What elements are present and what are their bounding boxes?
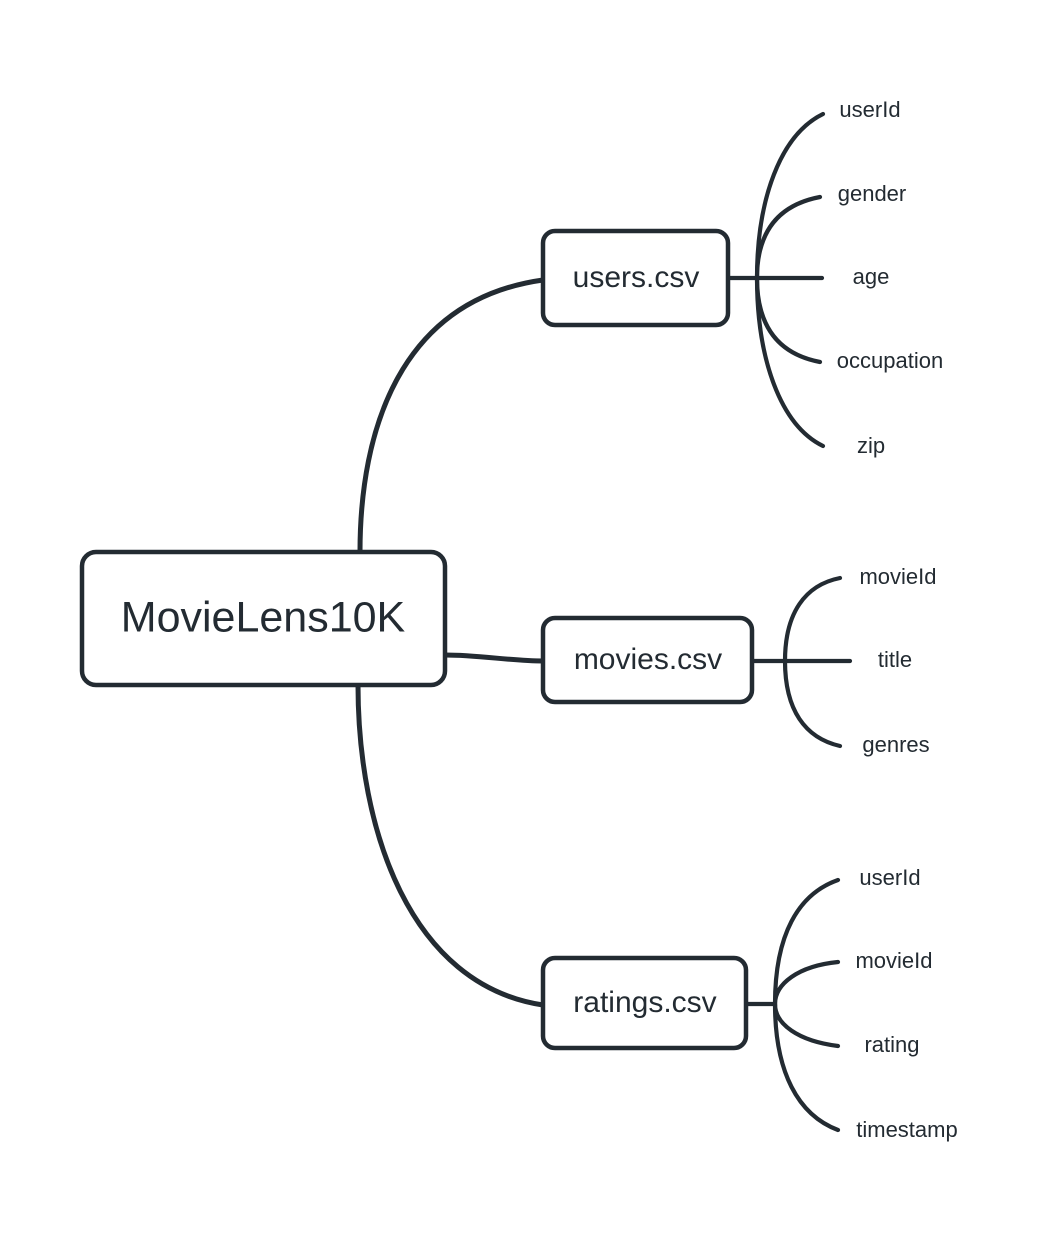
- leaf-label-users-age[interactable]: age: [853, 264, 890, 289]
- leaf-edge-ratings-movieid: [772, 959, 841, 1007]
- ratings-leaf-labels: userId movieId rating timestamp: [855, 865, 957, 1142]
- leaf-edge-ratings-rating: [772, 1001, 841, 1049]
- users-leaf-edges: [725, 111, 826, 449]
- root-node-label: MovieLens10K: [121, 593, 406, 641]
- movies-leaf-edges: [749, 575, 853, 749]
- leaf-label-movies-movieid[interactable]: movieId: [859, 564, 936, 589]
- root-branch-edges: [355, 277, 546, 1008]
- edge-root-to-ratings: [355, 682, 546, 1008]
- branch-node-movies[interactable]: movies.csv: [540, 615, 755, 705]
- branch-node-users[interactable]: users.csv: [540, 228, 731, 328]
- leaf-label-ratings-userid[interactable]: userId: [859, 865, 920, 890]
- leaf-edge-users-zip: [754, 275, 826, 449]
- movies-leaf-labels: movieId title genres: [859, 564, 936, 757]
- branch-node-users-box[interactable]: [540, 228, 731, 328]
- leaf-edge-users-gender: [754, 194, 823, 281]
- branch-node-ratings-label: ratings.csv: [573, 986, 716, 1019]
- users-leaf-labels: userId gender age occupation zip: [837, 97, 943, 458]
- leaf-label-users-gender[interactable]: gender: [838, 181, 907, 206]
- branch-node-users-label: users.csv: [573, 261, 700, 294]
- leaf-edge-ratings-timestamp: [772, 1001, 841, 1133]
- edge-root-to-users: [357, 277, 546, 555]
- leaf-label-users-zip[interactable]: zip: [857, 433, 885, 458]
- root-node-box[interactable]: [79, 549, 448, 688]
- leaf-label-movies-title[interactable]: title: [878, 647, 912, 672]
- edge-root-to-movies: [442, 652, 546, 664]
- leaf-edge-users-userid: [725, 111, 826, 281]
- leaf-label-users-userid[interactable]: userId: [839, 97, 900, 122]
- branch-node-ratings[interactable]: ratings.csv: [540, 955, 749, 1051]
- branch-node-movies-label: movies.csv: [574, 643, 722, 676]
- leaf-label-ratings-movieid[interactable]: movieId: [855, 948, 932, 973]
- leaf-edge-users-occupation: [754, 275, 823, 365]
- ratings-leaf-edges: [743, 877, 841, 1133]
- root-node[interactable]: MovieLens10K: [79, 549, 448, 688]
- branch-node-ratings-box[interactable]: [540, 955, 749, 1051]
- leaf-label-ratings-timestamp[interactable]: timestamp: [856, 1117, 957, 1142]
- leaf-label-users-occupation[interactable]: occupation: [837, 348, 943, 373]
- leaf-edge-ratings-userid: [743, 877, 841, 1007]
- leaf-label-ratings-rating[interactable]: rating: [864, 1032, 919, 1057]
- leaf-edge-movies-movieid: [749, 575, 843, 664]
- leaf-edge-movies-genres: [782, 658, 843, 749]
- branch-node-movies-box[interactable]: [540, 615, 755, 705]
- leaf-label-movies-genres[interactable]: genres: [862, 732, 929, 757]
